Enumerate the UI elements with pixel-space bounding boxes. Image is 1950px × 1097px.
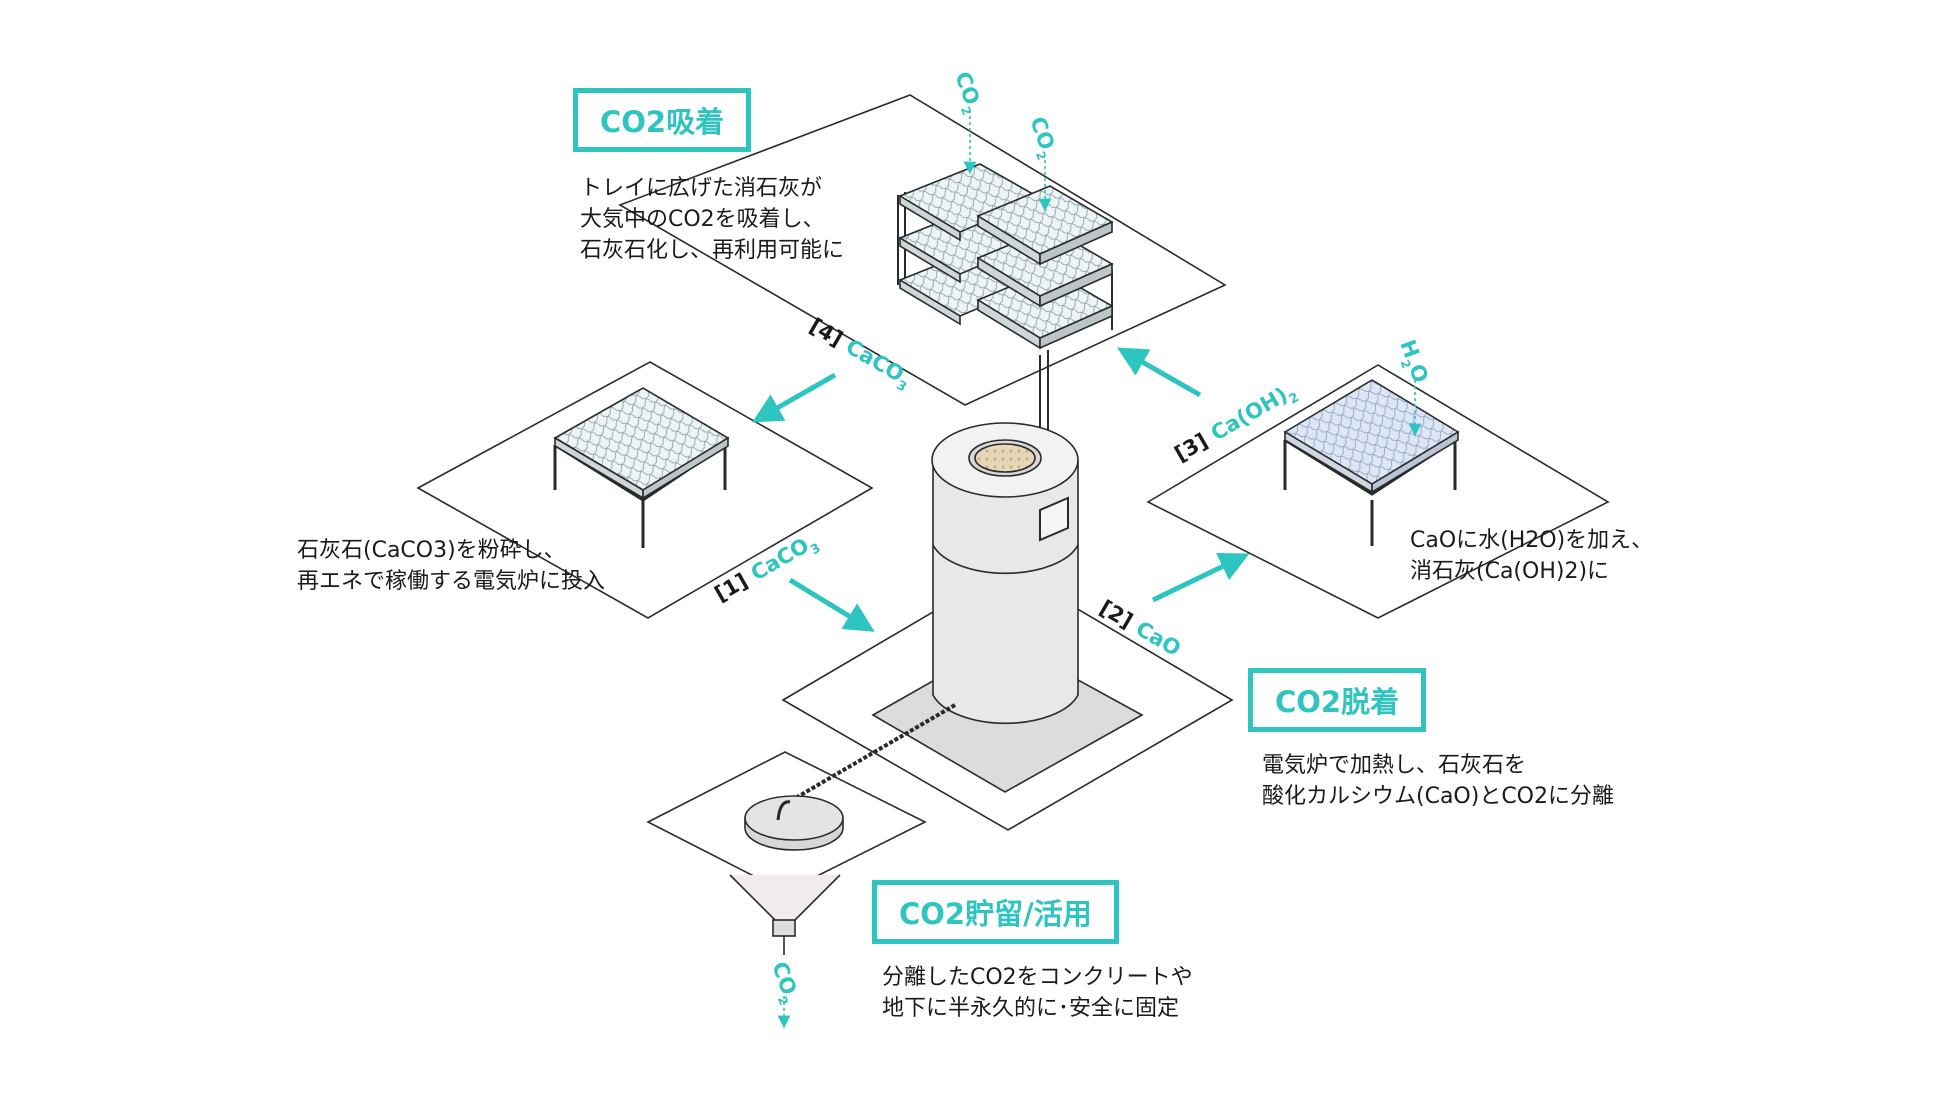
adsorption-line-2: 大気中のCO2を吸着し、 (580, 207, 825, 232)
desorption-title: CO2脱着 (1248, 668, 1427, 732)
hydrate-line-1: CaOに水(H2O)を加え、 (1410, 528, 1654, 553)
plane-crush (416, 361, 874, 619)
step3-chem: Ca(OH) (1207, 383, 1292, 446)
underground-funnel (729, 874, 841, 955)
crush-line-2: 再エネで稼働する電気炉に投入 (297, 569, 606, 594)
rack-trays (898, 163, 1114, 350)
hydrate-description: CaOに水(H2O)を加え、 消石灰(Ca(OH)2)に (1410, 525, 1653, 587)
plane-hydrate (1146, 364, 1610, 619)
step1-number: [1] (711, 569, 752, 607)
arrow-step2 (1151, 552, 1250, 603)
step1-sub: 3 (808, 541, 823, 559)
h2o-label: H2O (1392, 337, 1433, 388)
arrow-step1 (788, 577, 875, 632)
adsorption-description: トレイに広げた消石灰が 大気中のCO2を吸着し、 石灰石化し、再利用可能に (580, 173, 844, 266)
adsorption-title: CO2吸着 (573, 88, 752, 152)
adsorption-line-3: 石灰石化し、再利用可能に (580, 238, 845, 263)
desorption-line-1: 電気炉で加熱し、石灰石を (1262, 753, 1527, 778)
step2-chem: CaO (1132, 616, 1185, 661)
adsorption-callout: CO2吸着 (573, 88, 752, 152)
arrow-step3 (1116, 347, 1202, 398)
step2-number: [2] (1096, 596, 1137, 634)
plane-adsorption (618, 94, 1227, 406)
desorption-description: 電気炉で加熱し、石灰石を 酸化カルシウム(CaO)とCO2に分離 (1262, 750, 1614, 812)
storage-callout: CO2貯留/活用 (872, 880, 1119, 944)
crush-description: 石灰石(CaCO3)を粉砕し、 再エネで稼働する電気炉に投入 (297, 535, 605, 597)
storage-line-2: 地下に半永久的に･安全に固定 (882, 996, 1180, 1021)
storage-line-1: 分離したCO2をコンクリートや (882, 965, 1193, 990)
co2-pipe (785, 703, 957, 805)
storage-tank (744, 795, 844, 851)
adsorption-line-1: トレイに広げた消石灰が (580, 176, 823, 201)
step3-sub: 2 (1287, 390, 1302, 408)
step3-number: [3] (1171, 429, 1212, 467)
co2-out-label: CO2 (764, 959, 805, 1008)
storage-description: 分離したCO2をコンクリートや 地下に半永久的に･安全に固定 (882, 962, 1193, 1024)
plane-storage (646, 751, 927, 893)
flow-arrows (751, 347, 1250, 632)
adsorption-rack (897, 163, 1114, 446)
co2-label-a: CO2 (947, 69, 988, 118)
arrow-step4 (751, 372, 837, 423)
co2-label-b: CO2 (1022, 114, 1063, 163)
desorption-line-2: 酸化カルシウム(CaO)とCO2に分離 (1262, 784, 1615, 809)
step4-number: [4] (806, 314, 847, 352)
electric-furnace (871, 422, 1144, 793)
co2-inflow-arrows (963, 110, 1052, 212)
step1-label: [1]CaCO3 (711, 529, 824, 611)
furnace-rock-load (974, 443, 1036, 473)
hydrate-line-2: 消石灰(Ca(OH)2)に (1410, 559, 1610, 584)
storage-title: CO2貯留/活用 (872, 880, 1119, 944)
crush-table (553, 387, 730, 548)
furnace-handle (1039, 496, 1069, 542)
desorption-callout: CO2脱着 (1248, 668, 1427, 732)
step4-chem: CaCO (842, 334, 908, 386)
crush-line-1: 石灰石(CaCO3)を粉砕し、 (297, 538, 566, 563)
